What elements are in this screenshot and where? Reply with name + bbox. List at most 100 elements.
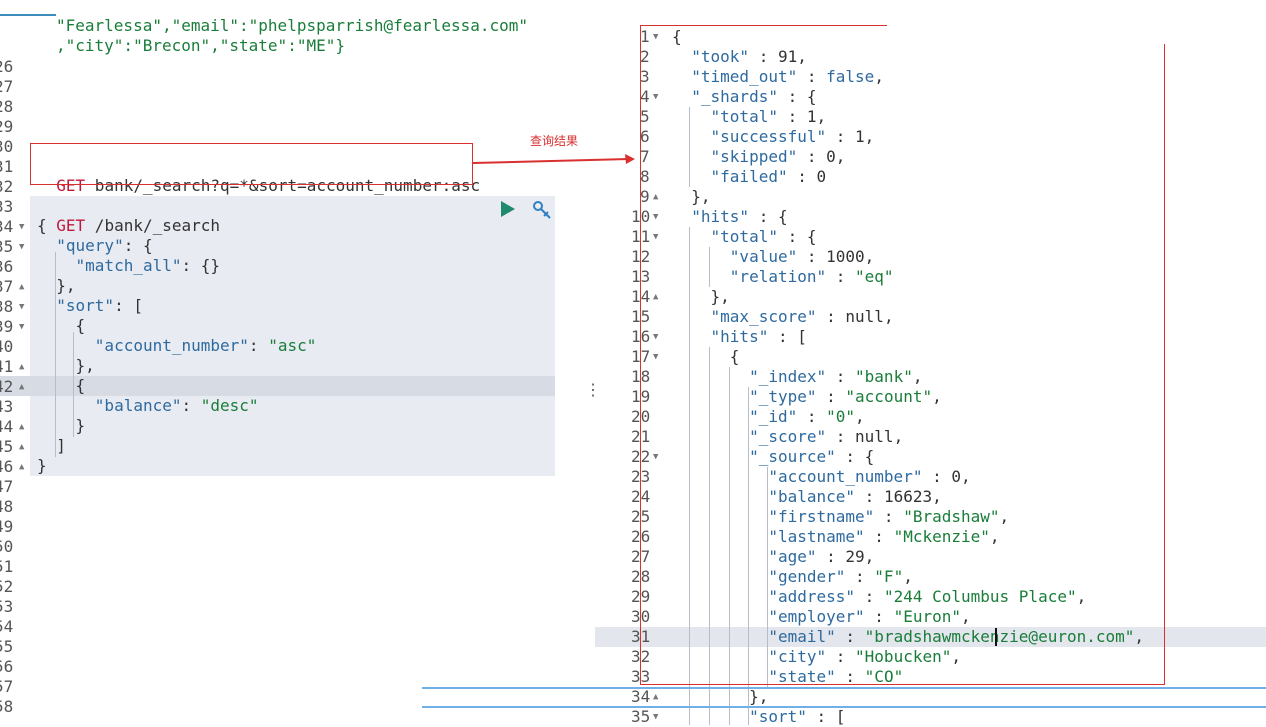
code-token: }, [37,356,95,375]
code-token: : [797,147,827,166]
code-token: , [903,567,913,586]
fold-icon[interactable]: ▼ [19,322,25,332]
code-token: : [749,47,778,66]
line-number: 50 [0,537,14,556]
code-token: 1 [806,107,817,126]
response-code-line: { [672,27,682,47]
request-code-line[interactable]: }, [37,276,75,296]
request-code-line[interactable]: "match_all": {} [37,256,221,276]
fold-icon[interactable]: ▲ [19,382,25,392]
request-code-line[interactable]: "balance": "desc" [37,396,259,416]
line-number: 7 [640,147,650,166]
code-token: { [37,376,86,395]
code-token: "244 Columbus Place" [883,587,1077,606]
fold-icon[interactable]: ▼ [19,222,25,232]
line-number: 38 [0,297,14,316]
pane-splitter[interactable]: ⋮ [585,380,601,399]
response-viewer[interactable] [665,0,1266,725]
annotated-request-line[interactable]: GET bank/_search?q=*&sort=account_number… [37,156,480,195]
fold-icon[interactable]: ▲ [19,442,25,452]
line-number: 49 [0,517,14,536]
fold-icon[interactable]: ▼ [653,32,659,42]
line-number: 29 [0,117,14,136]
request-code-line[interactable]: } [37,416,86,436]
request-code-line[interactable]: "query": { [37,236,152,256]
code-token: "timed_out" [672,67,798,86]
fold-icon[interactable]: ▼ [653,232,659,242]
fold-icon[interactable]: ▼ [653,92,659,102]
code-token: "Euron" [893,607,961,626]
code-token: : [777,107,807,126]
code-token: : [826,647,856,666]
line-number: 3 [640,67,650,86]
line-number: 35 [0,237,14,256]
fold-icon[interactable]: ▲ [19,422,25,432]
fold-icon[interactable]: ▲ [653,192,659,202]
fold-icon[interactable]: ▲ [653,692,659,702]
code-token: { [672,27,682,46]
request-code-line[interactable]: "account_number": "asc" [37,336,317,356]
fold-icon[interactable]: ▼ [653,332,659,342]
fold-icon[interactable]: ▼ [653,212,659,222]
request-code-line[interactable]: { [37,316,86,336]
code-token: "total" [672,227,778,246]
fold-icon[interactable]: ▲ [19,362,25,372]
code-token: "account_number" [37,336,249,355]
code-token: "eq" [855,267,894,286]
code-token: , [989,527,1000,546]
code-token: "gender" [672,567,846,586]
line-number: 5 [640,107,650,126]
line-number: 41 [0,357,14,376]
run-icon[interactable] [499,200,517,218]
code-token: "bradshawmckenzie@euron.com" [864,627,1135,646]
request-code-line[interactable]: } [37,456,47,476]
code-token: : [ [114,296,143,315]
line-number: 52 [0,577,14,596]
fold-icon[interactable]: ▲ [19,462,25,472]
code-token: } [37,416,86,435]
line-number: 46 [0,457,14,476]
annotation-arrow [473,154,635,164]
request-code-line[interactable]: "sort": [ [37,296,143,316]
line-number: 34 [0,217,14,236]
line-number: 37 [0,277,14,296]
request-code-line[interactable]: { [37,216,47,236]
code-token: "sort" [37,296,115,315]
code-token: } [37,456,47,475]
fold-icon[interactable]: ▲ [19,282,25,292]
fold-icon[interactable]: ▼ [653,352,659,362]
request-line[interactable]: GET /bank/_search [37,196,220,235]
cropped-area [887,14,1266,44]
code-token: , [951,647,961,666]
response-code-line: "city" : "Hobucken", [672,647,961,667]
code-token: "Bradshaw" [903,507,1000,526]
fold-icon[interactable]: ▼ [19,242,25,252]
fold-icon[interactable]: ▼ [653,712,659,722]
request-code-line[interactable]: { [37,376,86,396]
request-url: bank/_search?q=*&sort=account_number:asc [85,176,481,195]
response-line-gutter [595,0,665,725]
code-token: : [787,167,817,186]
request-code-line[interactable]: }, [37,356,95,376]
response-code-line: "relation" : "eq" [672,267,894,287]
code-token: ] [37,436,66,455]
overlay-line [422,706,1266,708]
response-code-line: "account_number" : 0, [672,467,970,487]
line-number: 48 [0,497,14,516]
code-token: "failed" [672,167,788,186]
tab-underline [0,14,56,16]
fold-icon[interactable]: ▼ [653,452,659,462]
code-token: "balance" [672,487,856,506]
code-token: "skipped" [672,147,798,166]
code-token: "address" [672,587,856,606]
code-token: "hits" [672,207,750,226]
active-request-block [30,196,555,476]
wrench-icon[interactable] [531,199,553,221]
response-code-line: "total" : 1, [672,107,827,127]
request-code-line[interactable]: ] [37,436,66,456]
code-token: }, [672,187,711,206]
fold-icon[interactable]: ▲ [653,292,659,302]
line-number: 32 [0,177,14,196]
fold-icon[interactable]: ▼ [19,302,25,312]
code-token: , [874,67,884,86]
